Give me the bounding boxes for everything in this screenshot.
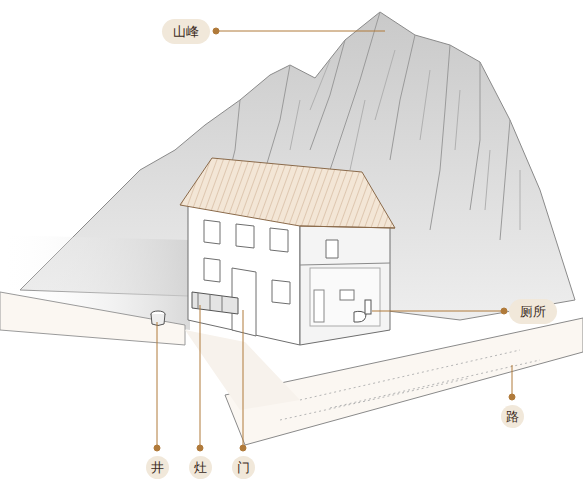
window: [204, 258, 220, 282]
toilet-room: [310, 268, 380, 326]
house-front: [188, 205, 300, 345]
toilet: [354, 311, 366, 322]
part-label: 山峰: [162, 19, 210, 44]
leader-line: [512, 365, 513, 397]
toilet-door: [314, 290, 324, 322]
part-label: 路: [501, 405, 524, 428]
leader-lines: [154, 28, 515, 451]
leader-line: [200, 305, 201, 448]
stove: [192, 292, 238, 314]
leader-dot: [509, 394, 515, 400]
leader-dot: [501, 308, 507, 314]
part-label: 门: [232, 456, 255, 479]
part-label: 井: [146, 456, 169, 479]
leader-line: [216, 31, 385, 32]
leader-dot: [213, 28, 219, 34]
floor-line: [300, 263, 390, 265]
window: [326, 240, 338, 258]
roof: [180, 158, 395, 228]
part-label: 灶: [189, 456, 212, 479]
mirror: [340, 290, 354, 300]
leader-dot: [197, 445, 203, 451]
road-texture: [280, 350, 540, 420]
leader-line: [372, 311, 504, 312]
part-label: 厕所: [509, 299, 557, 324]
leader-dot: [240, 445, 246, 451]
window: [236, 224, 254, 248]
window: [272, 280, 290, 304]
roof-eave: [300, 226, 395, 228]
window: [270, 228, 288, 252]
stove-detail: [198, 293, 222, 312]
window: [204, 220, 220, 244]
well: [151, 314, 165, 326]
leader-line: [157, 322, 158, 448]
leader-dot: [154, 445, 160, 451]
leader-line: [243, 310, 244, 448]
house-side: [300, 222, 390, 345]
toilet-tank: [365, 300, 371, 314]
